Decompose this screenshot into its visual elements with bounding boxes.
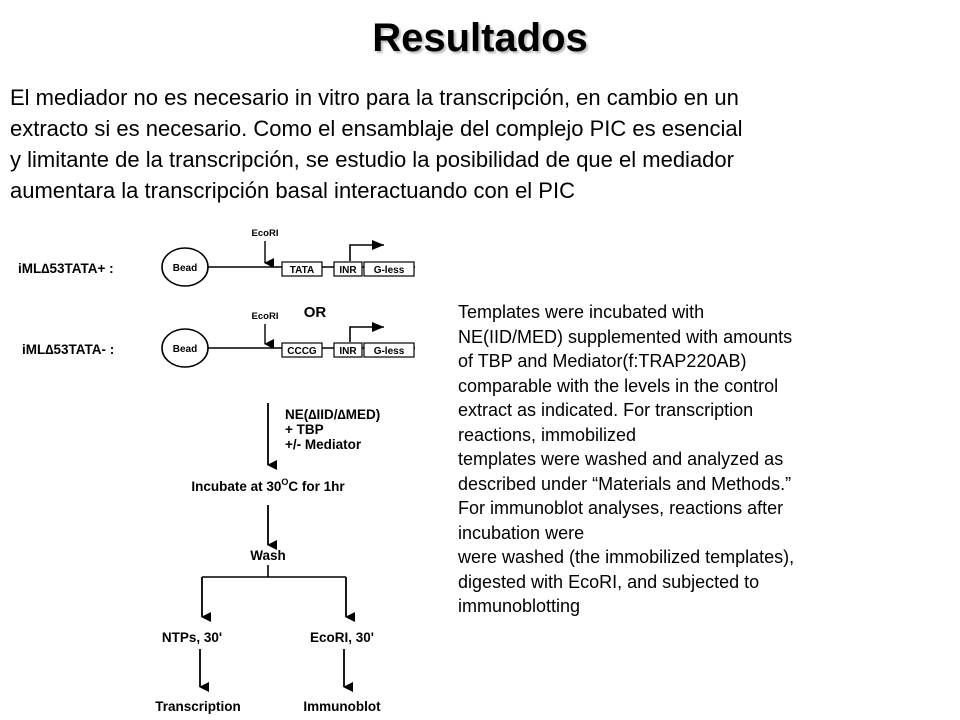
g-less-box-label: G-less [374, 265, 405, 276]
caption-line: extract as indicated. For transcription [458, 400, 754, 420]
immunoblot-result: Immunoblot [303, 699, 381, 714]
ecori-site-label: EcoRI [252, 311, 279, 322]
inr-box-label: INR [339, 346, 357, 357]
intro-line: El mediador no es necesario in vitro par… [10, 85, 739, 110]
inr-box [333, 261, 363, 277]
caption-line: immunoblotting [458, 596, 581, 616]
caption-line: reactions, immobilized [458, 424, 637, 445]
caption-line: described under “Materials and Methods.” [458, 473, 792, 494]
caption-line: comparable with the levels in the contro… [458, 375, 779, 396]
template-tata-minus: iML∆53TATA- : Bead EcoRI CCCG INR G-less [22, 311, 415, 368]
g-less-box [363, 342, 415, 358]
incubate-suffix: C for 1hr [288, 479, 345, 494]
template-tata-plus: iML∆53TATA+ : Bead EcoRI TATA INR G-less [18, 228, 415, 287]
g-less-box [363, 261, 415, 277]
bead-label: Bead [173, 263, 197, 274]
additions-line: NE(∆IID/∆MED) [285, 407, 380, 422]
caption-line: of TBP and Mediator(f:TRAP220AB) [458, 351, 747, 371]
intro-line: aumentara la transcripción basal interac… [10, 178, 575, 203]
caption-line: NE(IID/MED) supplemented with amounts [458, 326, 793, 347]
slide-title: Resultados [372, 16, 588, 60]
inr-box [333, 342, 363, 358]
intro-line: y limitante de la transcripción, se estu… [10, 147, 734, 172]
caption-line: For immunoblot analyses, reactions after [458, 498, 784, 518]
tata-box [281, 261, 323, 277]
incubate-step: Incubate at 30OC for 1hr [191, 477, 345, 494]
figure-caption: Templates were incubated with NE(IID/MED… [458, 300, 928, 619]
template-label: iML∆53TATA+ : [18, 261, 114, 276]
ecori-step: EcoRI, 30' [310, 630, 374, 645]
transcription-result: Transcription [155, 699, 241, 714]
bead-label: Bead [173, 344, 197, 355]
ntps-step: NTPs, 30' [162, 630, 222, 645]
caption-line: Templates were incubated with [458, 302, 705, 322]
caption-line: templates were washed and analyzed as [458, 449, 784, 469]
or-label: OR [304, 304, 327, 321]
cccg-box-label: CCCG [287, 346, 317, 357]
intro-paragraph: El mediador no es necesario in vitro par… [10, 82, 950, 206]
template-label: iML∆53TATA- : [22, 342, 114, 357]
ecori-site-label: EcoRI [252, 228, 279, 239]
additions-line: +/- Mediator [285, 437, 362, 452]
incubate-prefix: Incubate at 30 [191, 479, 281, 494]
intro-line: extracto si es necesario. Como el ensamb… [10, 116, 743, 141]
incubate-superscript: O [281, 477, 288, 487]
experiment-diagram: iML∆53TATA+ : Bead EcoRI TATA INR G-less… [18, 228, 415, 714]
cccg-box [281, 342, 323, 358]
inr-box-label: INR [339, 265, 357, 276]
caption-line: incubation were [458, 522, 585, 543]
wash-step: Wash [250, 548, 286, 563]
caption-line: were washed (the immobilized templates), [458, 547, 795, 567]
g-less-box-label: G-less [374, 346, 405, 357]
tata-box-label: TATA [290, 265, 314, 276]
caption-line: digested with EcoRI, and subjected to [458, 571, 760, 592]
additions-line: + TBP [285, 422, 324, 437]
transcription-start-arrow [349, 240, 384, 261]
transcription-start-arrow [349, 322, 384, 342]
